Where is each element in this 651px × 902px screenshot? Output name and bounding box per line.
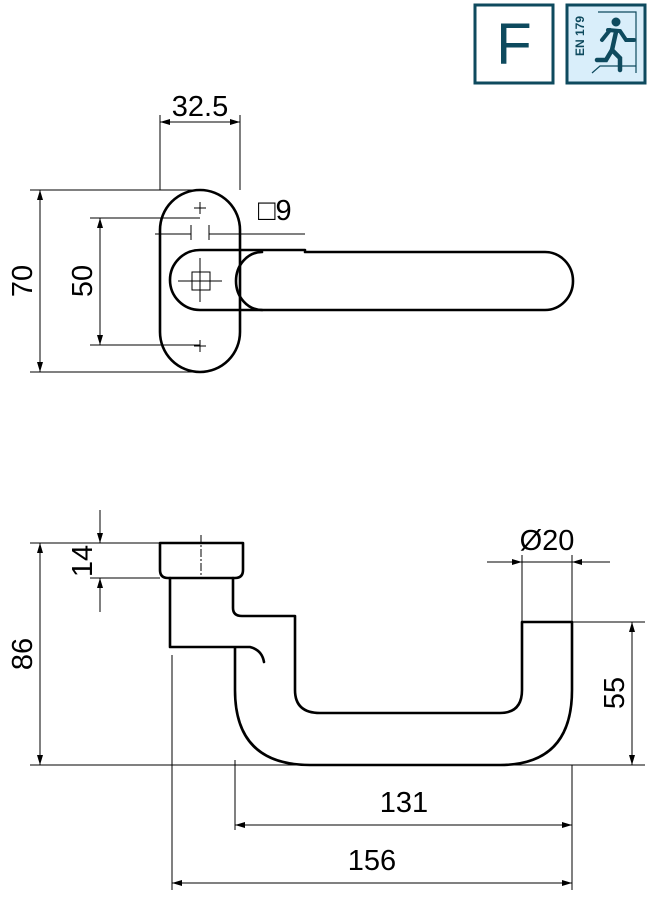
dim-lever-height: 55 bbox=[599, 677, 631, 709]
dim-diameter: Ø20 bbox=[520, 525, 575, 557]
dim-width: 32.5 bbox=[172, 91, 228, 123]
dim-projection: 131 bbox=[380, 787, 428, 819]
dim-hole-spacing: 50 bbox=[67, 265, 99, 297]
side-view: 14 86 55 Ø20 131 156 bbox=[7, 510, 645, 890]
dim-height: 70 bbox=[7, 265, 39, 297]
fire-letter: F bbox=[496, 12, 531, 77]
rose-cap bbox=[158, 541, 245, 580]
dim-rose-height: 14 bbox=[67, 545, 99, 577]
running-man-icon bbox=[594, 17, 636, 73]
dim-total-height: 86 bbox=[7, 638, 39, 670]
lever-profile bbox=[231, 576, 574, 767]
en179-label: EN 179 bbox=[573, 16, 587, 56]
dim-length: 156 bbox=[348, 845, 396, 877]
fire-rated-badge: F bbox=[473, 3, 555, 85]
top-view: 32.5 70 50 □9 bbox=[7, 91, 575, 374]
lever-neck bbox=[234, 250, 264, 312]
en179-emergency-exit-badge: EN 179 bbox=[565, 3, 647, 85]
dim-square: □9 bbox=[258, 195, 292, 227]
lever-outline bbox=[168, 248, 575, 312]
